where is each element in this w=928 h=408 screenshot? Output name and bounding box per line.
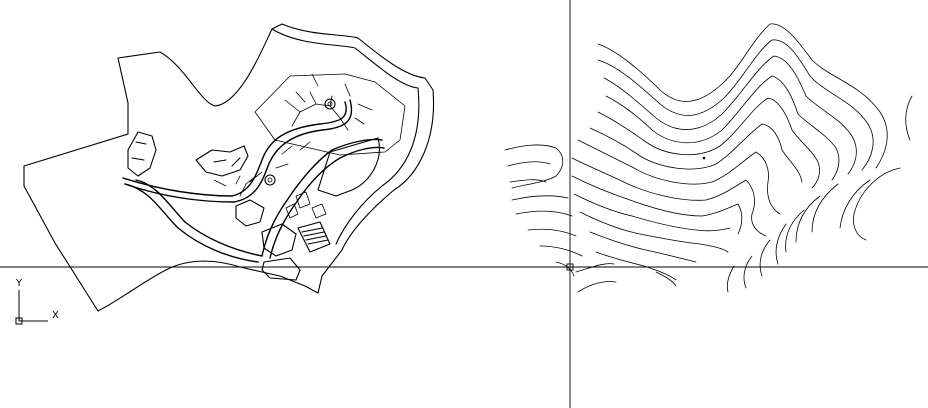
contour-right-side: [726, 95, 913, 293]
pickbox: [566, 263, 574, 271]
parking-lot: [297, 221, 331, 253]
spot-height-marker: [702, 156, 706, 160]
ucs-y-label: Y: [15, 278, 23, 289]
contour-line-7: [577, 139, 781, 215]
contour-line-6: [589, 123, 803, 183]
contour-line-13: [595, 251, 677, 281]
building-cluster-mid: [235, 199, 265, 227]
contour-line-3: [603, 55, 857, 175]
building-cluster-center: [195, 145, 249, 177]
building-cluster-west: [127, 131, 157, 177]
contour-line-9: [571, 175, 743, 235]
contour-line-14: [575, 263, 677, 293]
contour-map-drawing[interactable]: [504, 23, 913, 293]
internal-paths: [213, 141, 311, 197]
building-cluster-south: [261, 223, 297, 257]
site-boundary-inner: [271, 28, 420, 245]
contour-line-1: [597, 23, 888, 169]
south-plaza: [261, 257, 301, 281]
upper-roundabout-center: [327, 101, 333, 107]
contour-line-10: [573, 193, 731, 232]
contour-line-11: [579, 211, 729, 253]
upper-zone: [254, 73, 406, 156]
lower-road-loop: [124, 179, 263, 263]
central-road: [261, 138, 385, 259]
contour-line-4: [605, 75, 840, 181]
ucs-origin-box: [15, 317, 23, 325]
ucs-icon: Y X: [15, 278, 59, 325]
upper-paths: [284, 73, 373, 131]
ucs-x-label: X: [52, 310, 59, 321]
central-roundabout: [264, 174, 276, 186]
central-roundabout-center: [267, 177, 273, 183]
crescent-building: [317, 137, 380, 197]
contour-line-12: [589, 231, 697, 263]
main-road-outer: [122, 101, 347, 197]
site-boundary: [23, 23, 435, 312]
contour-line-8: [571, 157, 767, 237]
east-small-buildings: [285, 191, 327, 219]
upper-roundabout: [324, 98, 336, 110]
contour-line-2: [597, 39, 874, 171]
contour-left-lobe: [504, 144, 583, 277]
main-road-inner: [124, 99, 353, 203]
contour-line-5: [597, 97, 820, 189]
site-plan-drawing[interactable]: [23, 23, 435, 312]
